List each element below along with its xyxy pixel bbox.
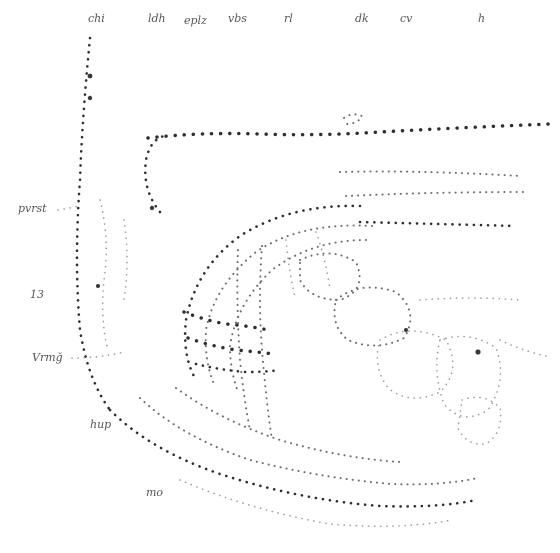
dorsal-roof-line — [146, 122, 552, 140]
ventral-band-inner — [175, 387, 401, 463]
label-cv: cv — [400, 12, 413, 25]
label-rl: rl — [284, 12, 293, 25]
ventral-band-lower — [179, 479, 453, 528]
cell-blob — [475, 349, 481, 355]
label-13: 13 — [30, 288, 44, 301]
cell-blob — [96, 284, 100, 288]
lobe-2 — [333, 286, 412, 347]
right-scatter-2 — [499, 339, 547, 357]
ventral-band-outer — [108, 408, 478, 508]
small-dorsal-structure — [343, 113, 364, 125]
pointer-pvrst — [57, 205, 81, 211]
label-hup: hup — [90, 418, 111, 431]
arch-inner — [204, 224, 373, 385]
label-chi: chi — [88, 12, 105, 25]
left-scatter-2 — [123, 219, 128, 301]
left-scatter-1 — [99, 199, 109, 351]
arch-inner-2 — [228, 239, 367, 393]
upper-right-band-mid — [345, 191, 527, 197]
upper-right-band-bottom — [358, 220, 518, 228]
central-strand-2 — [259, 245, 273, 441]
central-strand-1 — [236, 249, 251, 431]
arch-outer — [183, 204, 362, 382]
upper-right-band-top — [339, 170, 521, 177]
dense-cell-mass-1 — [182, 310, 270, 332]
cell-blob — [87, 95, 93, 101]
label-pvrst: pvrst — [18, 202, 47, 215]
central-strand-3 — [285, 239, 297, 301]
pointer-vrmg — [71, 351, 125, 359]
lobe-1 — [299, 252, 361, 302]
label-vbs: vbs — [228, 12, 247, 25]
lobe-4 — [436, 335, 502, 418]
ventral-band-mid — [139, 397, 479, 486]
roof-left-curl — [144, 134, 166, 214]
label-h: h — [478, 12, 485, 25]
lobe-5 — [457, 396, 502, 445]
cell-blob — [404, 328, 408, 332]
label-ldh: ldh — [148, 12, 166, 25]
central-strand-4 — [315, 231, 331, 291]
right-scatter-1 — [419, 297, 521, 301]
label-eplz: eplz — [184, 14, 207, 27]
label-mo: mo — [146, 486, 163, 499]
lobe-3 — [376, 330, 454, 399]
dense-cell-mass-3 — [194, 362, 282, 374]
label-vrmg: Vrmğ — [32, 351, 63, 364]
label-dk: dk — [355, 12, 369, 25]
cell-blob — [149, 205, 155, 211]
cell-blob — [87, 73, 93, 79]
